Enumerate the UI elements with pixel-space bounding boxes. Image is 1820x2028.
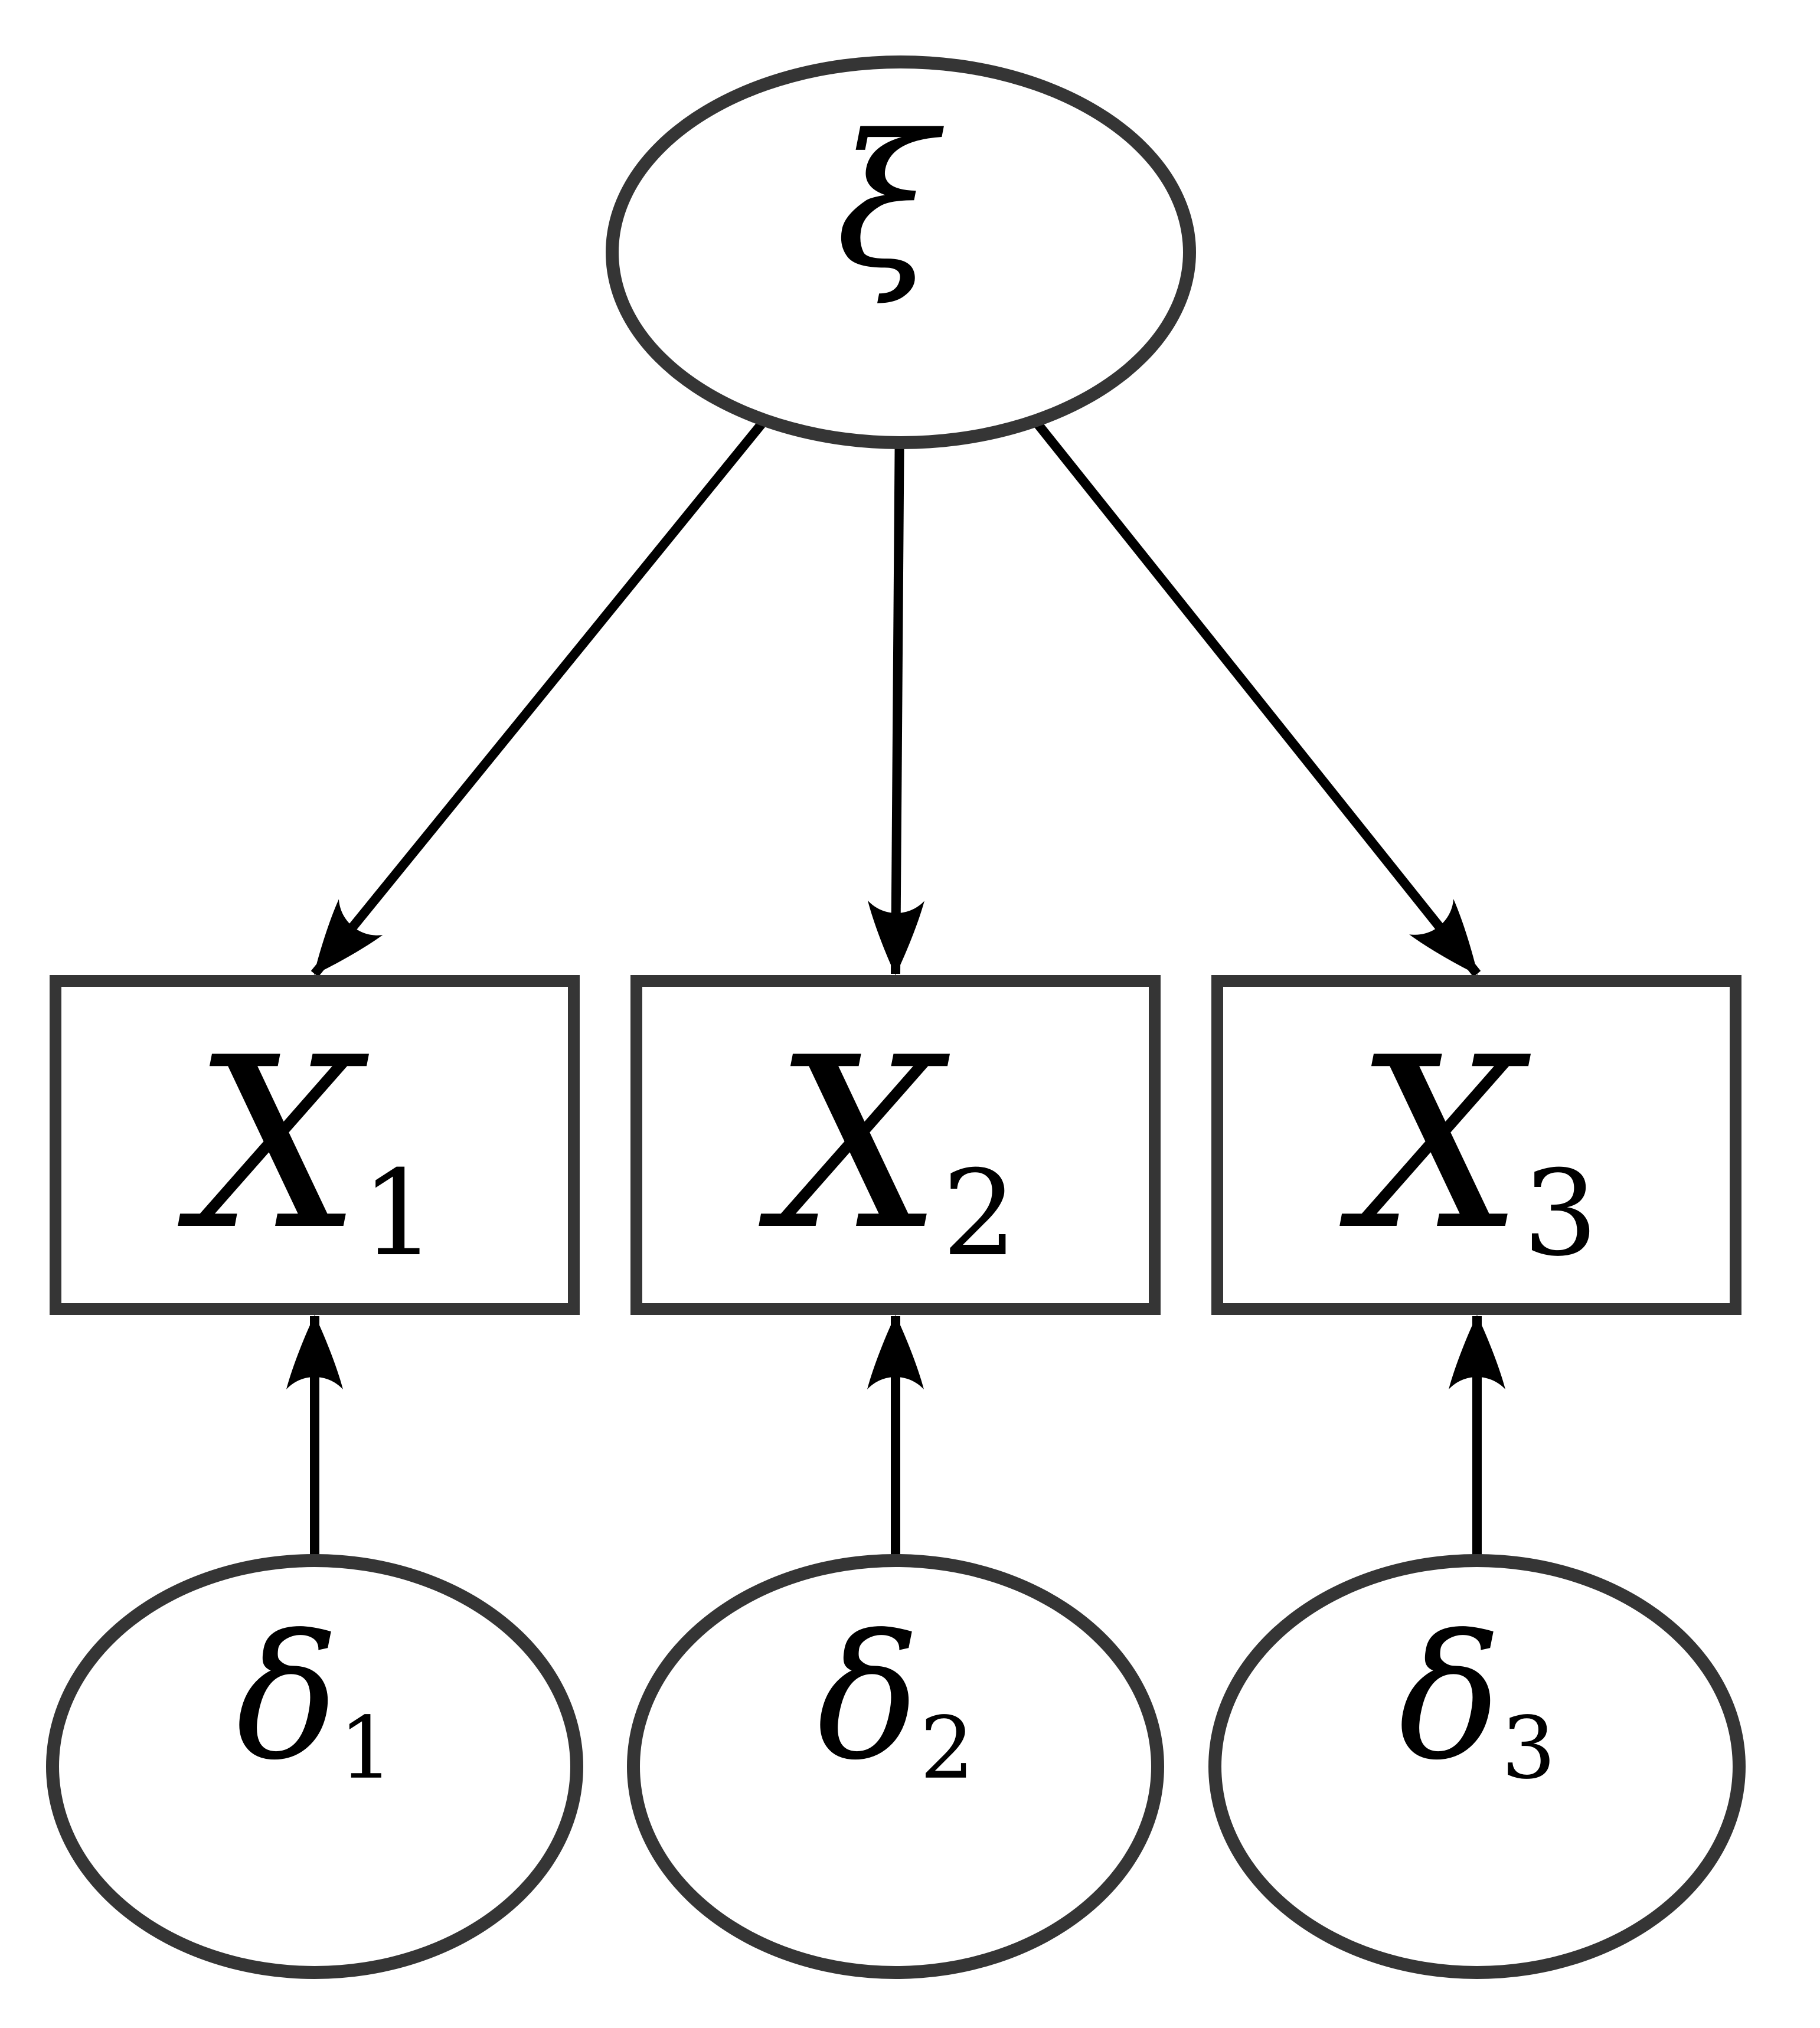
delta2-subscript: 2 [920,1698,975,1798]
x1-subscript: 1 [361,1145,436,1283]
error-delta1-label: δ1 [236,1613,394,1791]
x3-subscript: 3 [1522,1145,1598,1283]
delta3-subscript: 3 [1501,1698,1556,1798]
xi-base: ξ [835,95,937,309]
delta1-base: δ [236,1599,339,1798]
x2-subscript: 2 [942,1145,1017,1283]
x2-base: X [773,1008,942,1282]
delta3-base: δ [1398,1599,1502,1798]
error-delta3-label: δ3 [1399,1613,1556,1791]
x3-base: X [1354,1008,1523,1282]
indicator-x2-label: X2 [774,1027,1017,1273]
latent-variable-xi-label: ξ [836,110,937,294]
error-delta3-ellipse: δ3 [1208,1554,1746,1979]
delta2-base: δ [816,1599,920,1798]
indicator-x2-rectangle: X2 [630,975,1161,1315]
indicator-x3-rectangle: X3 [1211,975,1741,1315]
latent-variable-xi-ellipse: ξ [606,55,1196,449]
x1-base: X [192,1008,361,1282]
error-delta1-ellipse: δ1 [46,1554,583,1979]
error-delta2-ellipse: δ2 [627,1554,1164,1979]
indicator-x1-rectangle: X1 [50,975,580,1315]
indicator-x3-label: X3 [1355,1027,1598,1273]
delta1-subscript: 1 [339,1698,394,1798]
error-delta2-label: δ2 [817,1613,975,1791]
indicator-x1-label: X1 [193,1027,436,1273]
